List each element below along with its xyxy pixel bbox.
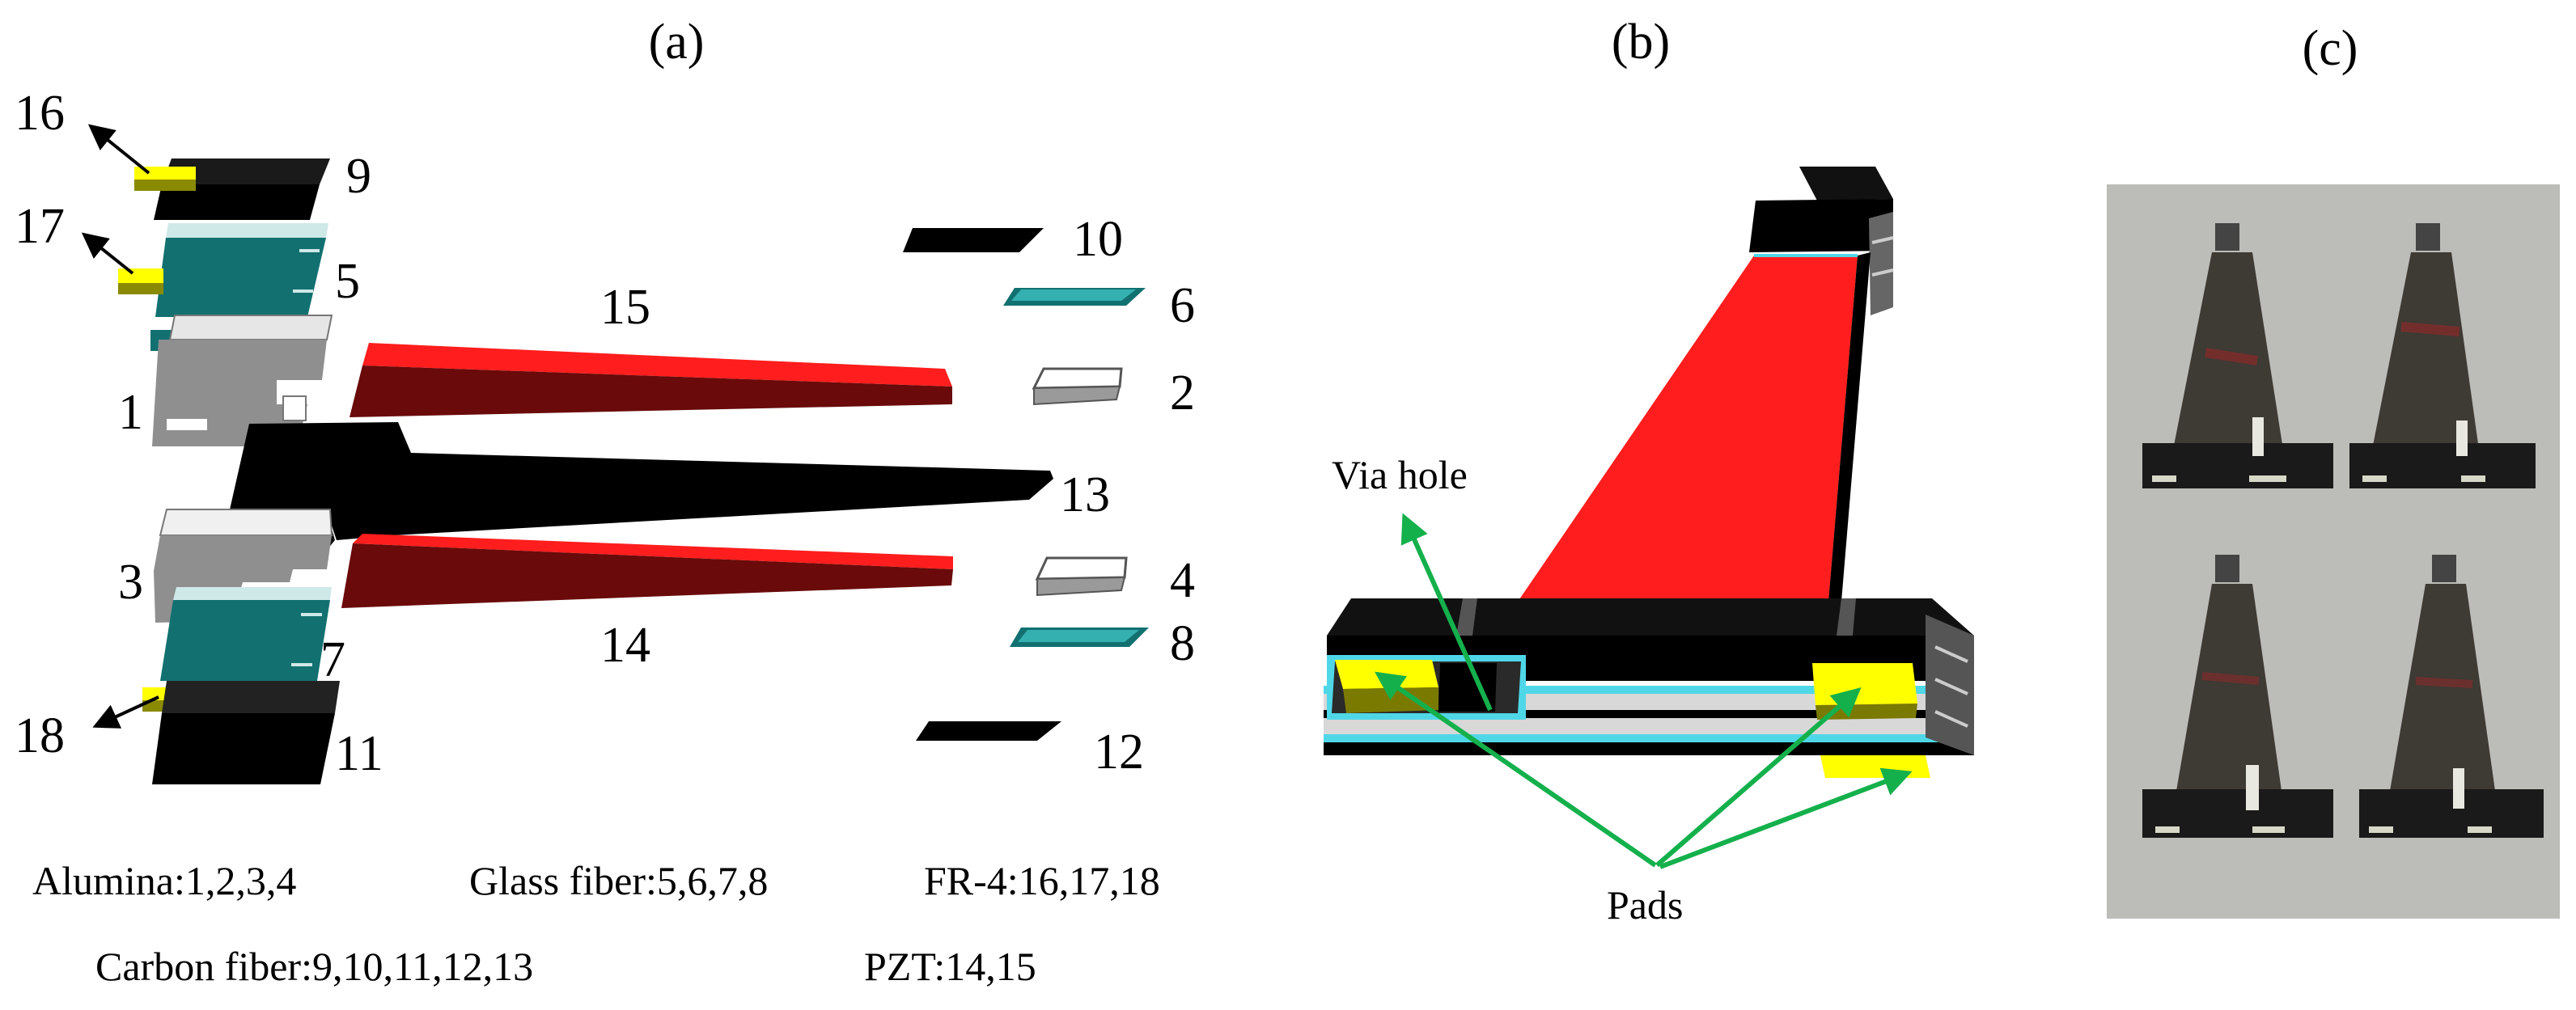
- legend-glass-fiber: Glass fiber:5,6,7,8: [469, 858, 768, 903]
- part-2-alumina-block: [1032, 367, 1123, 406]
- pad-left: [1335, 660, 1438, 689]
- assembled-view: Via hole Pads: [1324, 167, 1974, 928]
- part-4-alumina-block: [1035, 556, 1128, 597]
- panel-label-a: (a): [649, 15, 705, 70]
- part-6-glass-fiber-strip: [1003, 288, 1146, 306]
- part-15-pzt-upper: [350, 343, 952, 417]
- legend-fr4: FR-4:16,17,18: [924, 858, 1160, 903]
- arrow-pad-bottom: [1659, 767, 1913, 869]
- part-12-carbon-fiber-strip: [916, 721, 1061, 741]
- label-18: 18: [15, 708, 65, 763]
- panel-label-c: (c): [2303, 21, 2358, 76]
- label-11: 11: [335, 726, 383, 781]
- legend-pzt: PZT:14,15: [864, 944, 1036, 989]
- part-14-pzt-lower: [341, 534, 953, 608]
- label-9: 9: [346, 149, 371, 204]
- arrow-pad-right: [1655, 687, 1862, 868]
- label-12: 12: [1094, 725, 1144, 780]
- part-7-glass-fiber-plate: [160, 587, 332, 681]
- label-3: 3: [118, 555, 143, 610]
- sample-4: [2359, 555, 2544, 838]
- label-1: 1: [118, 385, 143, 440]
- pad-right: [1812, 663, 1917, 705]
- part-1-alumina-block: [152, 315, 333, 446]
- sample-photo: [2107, 184, 2560, 919]
- material-legend: Alumina:1,2,3,4 Glass fiber:5,6,7,8 FR-4…: [32, 858, 1160, 989]
- part-11-carbon-fiber-plate: [152, 681, 340, 784]
- label-15: 15: [600, 280, 650, 335]
- label-8: 8: [1170, 616, 1195, 671]
- label-10: 10: [1073, 212, 1123, 267]
- part-10-carbon-fiber-strip: [903, 228, 1044, 252]
- label-7: 7: [320, 632, 345, 687]
- arrow-via-hole: [1400, 513, 1493, 712]
- arrow-16: [87, 124, 150, 175]
- sample-3: [2142, 555, 2333, 838]
- arrow-18: [92, 695, 159, 729]
- arrow-17: [81, 232, 134, 275]
- label-4: 4: [1170, 553, 1195, 608]
- sample-1: [2142, 223, 2333, 488]
- arrow-pad-left: [1375, 671, 1657, 868]
- label-17: 17: [15, 199, 65, 254]
- label-16: 16: [15, 86, 65, 141]
- pad-bottom: [1820, 755, 1930, 778]
- part-17-fr4-pad: [118, 268, 163, 294]
- label-13: 13: [1060, 467, 1110, 522]
- exploded-view: 16 9 17 5 15 1 3 14 7 18 11 10 6 2 13 4 …: [15, 86, 1195, 784]
- part-16-fr4-pad: [134, 167, 196, 191]
- sample-2: [2349, 223, 2536, 488]
- part-5-glass-fiber-plate: [155, 223, 328, 317]
- pzt-trapezoid: [1518, 256, 1858, 602]
- label-2: 2: [1170, 366, 1195, 420]
- pads-label: Pads: [1607, 882, 1683, 928]
- label-5: 5: [335, 254, 360, 309]
- via-hole-label: Via hole: [1332, 452, 1468, 497]
- panel-label-b: (b): [1612, 15, 1670, 70]
- part-9-carbon-fiber-plate: [154, 158, 330, 220]
- label-6: 6: [1170, 278, 1195, 333]
- legend-carbon-fiber: Carbon fiber:9,10,11,12,13: [95, 944, 533, 989]
- label-14: 14: [600, 618, 650, 673]
- part-13-carbon-fiber-core: [223, 422, 1053, 558]
- part-8-glass-fiber-strip: [1010, 628, 1149, 647]
- legend-alumina: Alumina:1,2,3,4: [32, 858, 296, 903]
